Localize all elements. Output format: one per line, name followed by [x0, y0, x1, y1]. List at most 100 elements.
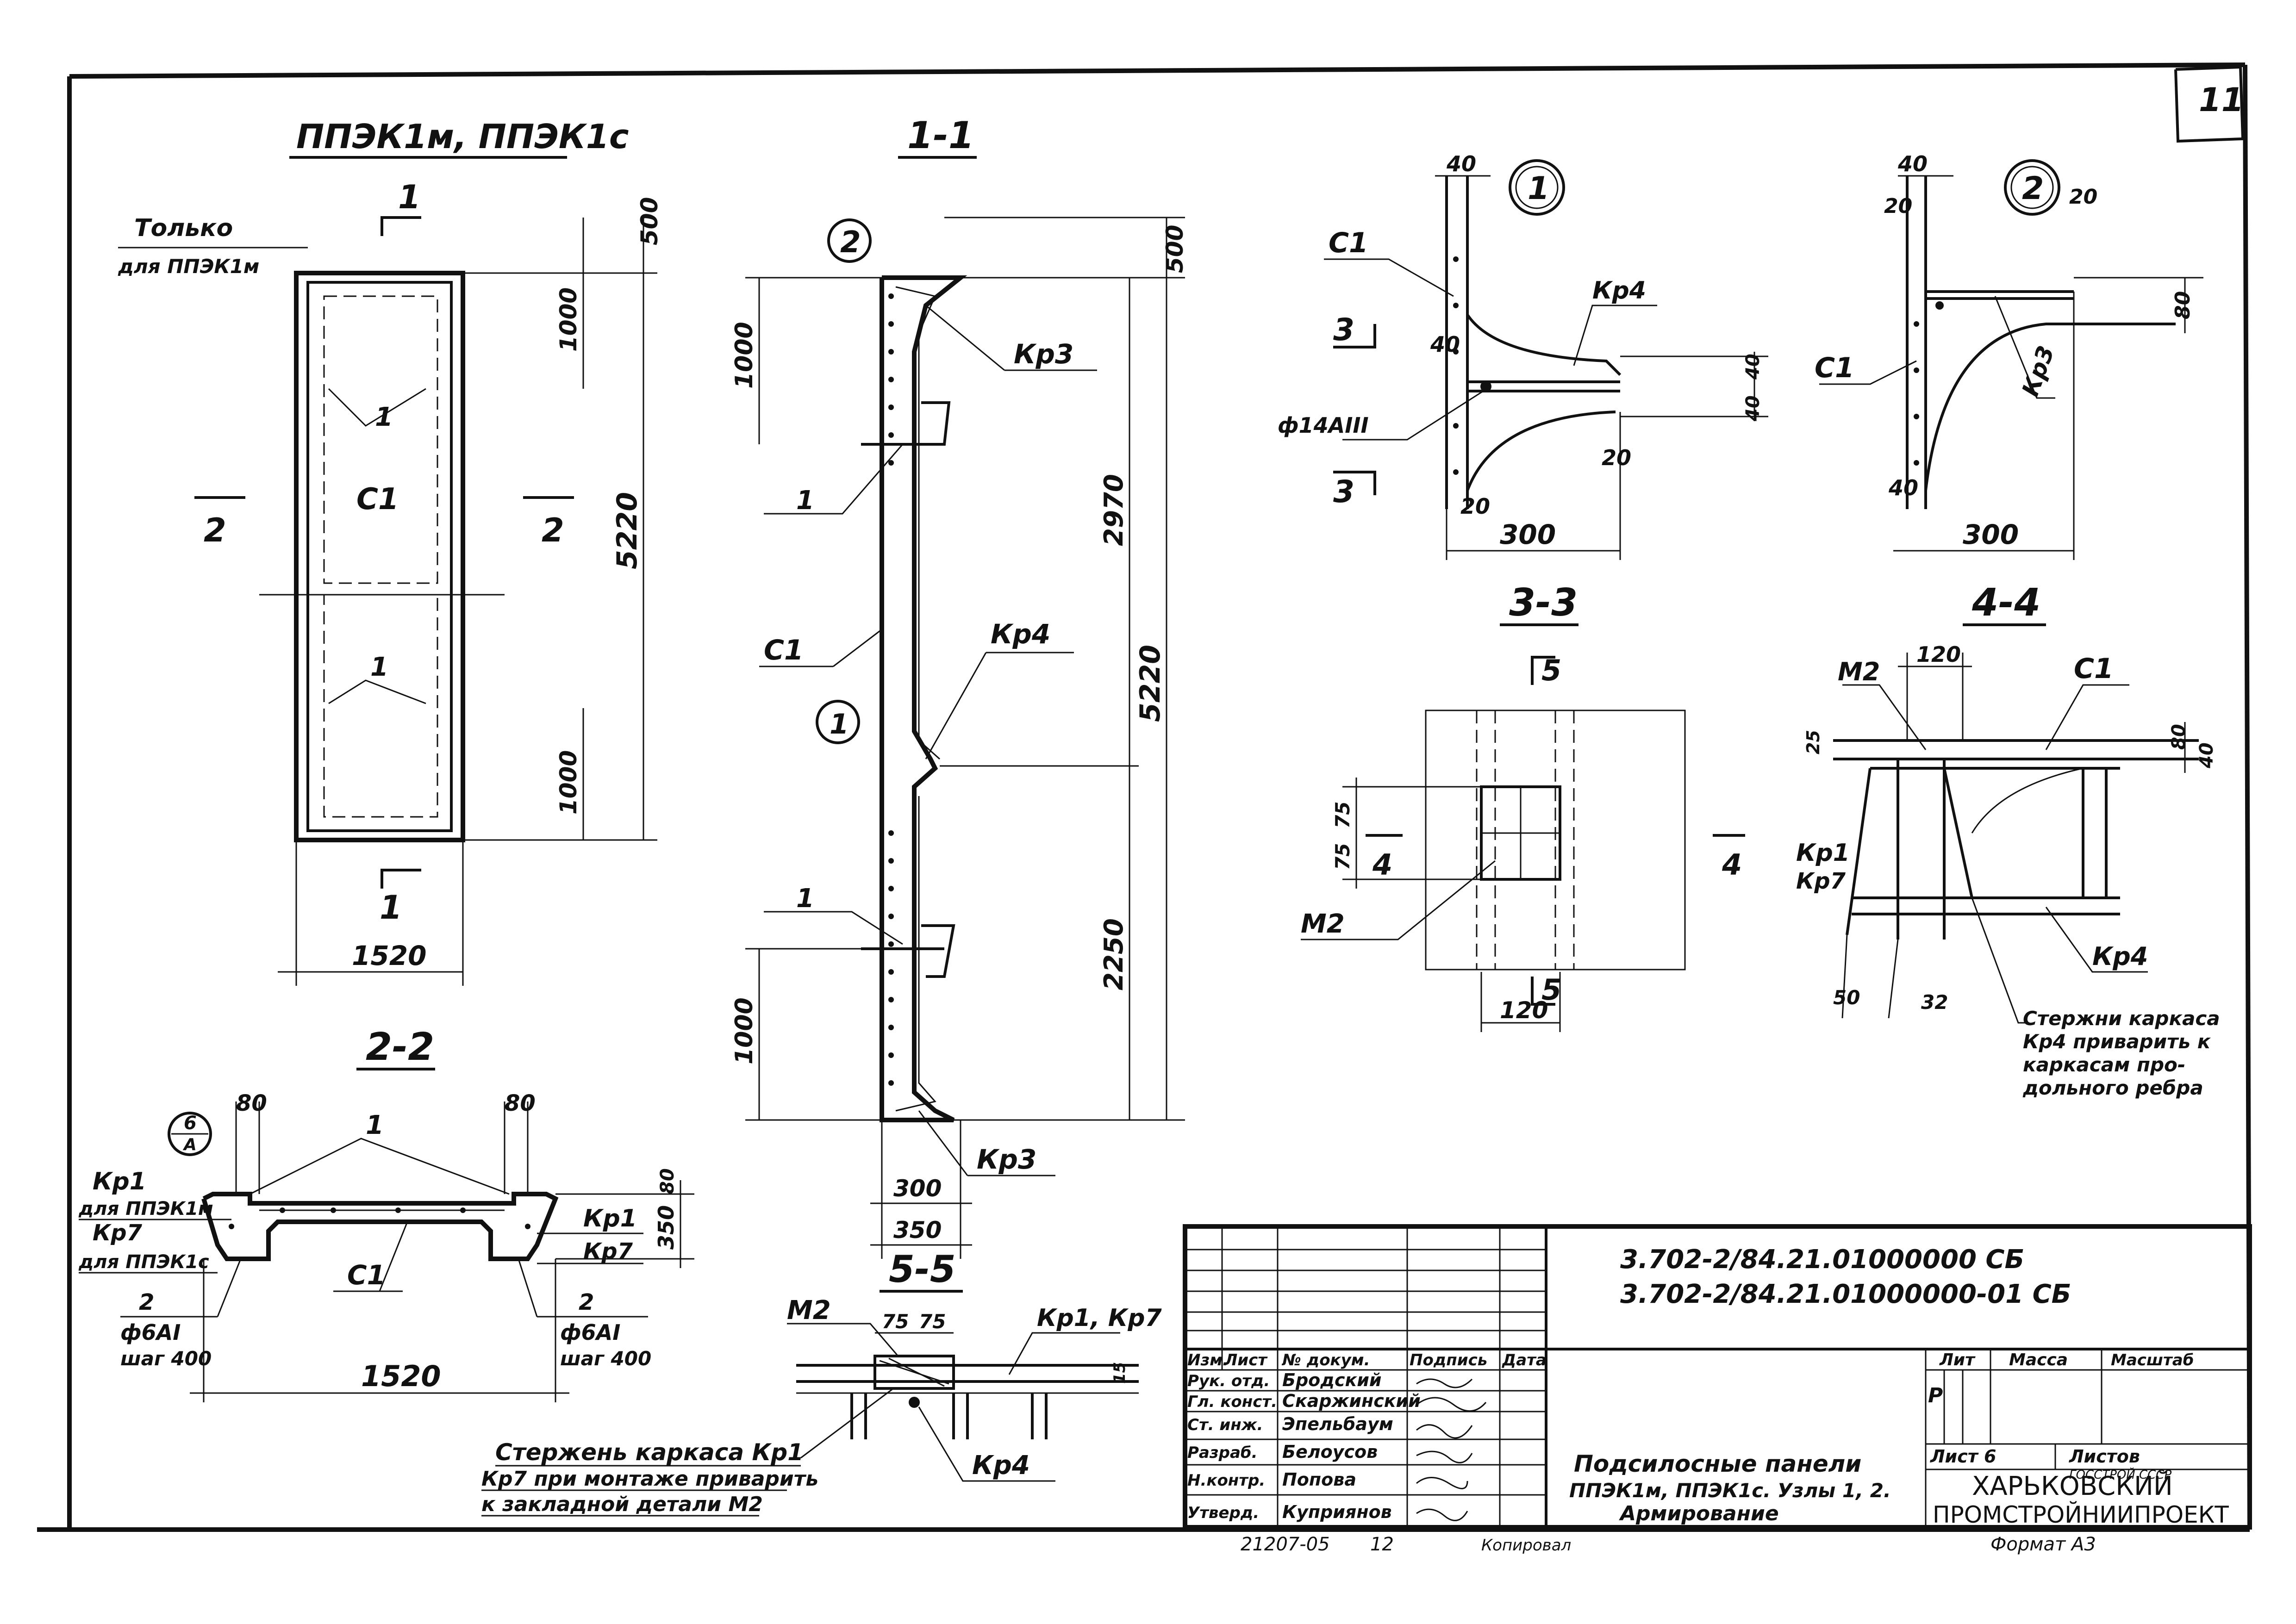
s44-dim-80: 80: [2168, 724, 2190, 750]
plan-dim-1000a: 1000: [555, 287, 582, 352]
s11-dim-2250: 2250: [1099, 918, 1129, 990]
s22-dim-80a: 80: [236, 1090, 267, 1116]
s44-note-1: Стержни каркаса: [2023, 1007, 2220, 1030]
s11-dim-500: 500: [1161, 225, 1188, 273]
node1-rebar: ф14АIII: [1278, 413, 1369, 438]
tb-h-sign: Подпись: [1410, 1351, 1487, 1369]
plan-dim-1520: 1520: [352, 940, 426, 971]
tb-r5-role: Н.контр.: [1187, 1471, 1265, 1490]
s33-mark5-bot: 5: [1541, 973, 1561, 1007]
node1-c1: С1: [1329, 227, 1368, 259]
s55-note-2: Кр7 при монтаже приварить: [481, 1467, 818, 1491]
s44-note-4: дольного ребра: [2022, 1076, 2203, 1099]
s22-rr-3: шаг 400: [560, 1347, 651, 1370]
tb-r1-name: Бродский: [1282, 1370, 1382, 1390]
s11-dim-350: 350: [893, 1217, 942, 1244]
node1-dim-20b: 20: [1602, 445, 1631, 470]
tb-lit-value: Р: [1928, 1384, 1943, 1407]
tb-r3-name: Эпельбаум: [1282, 1414, 1393, 1434]
tb-r6-role: Утверд.: [1187, 1504, 1259, 1522]
s44-dim-32: 32: [1921, 991, 1948, 1014]
tb-h-list: Лист: [1224, 1351, 1268, 1369]
tb-code1: 3.702-2/84.21.01000000 СБ: [1620, 1244, 2024, 1275]
tb-code2: 3.702-2/84.21.01000000-01 СБ: [1620, 1279, 2071, 1309]
s55-kp1kp7: Кр1, Кр7: [1037, 1304, 1162, 1332]
s55-dim-75b: 75: [919, 1310, 946, 1333]
s22-left-kp7: Кр7: [93, 1220, 143, 1246]
plan-title: ППЭК1м, ППЭК1с: [296, 117, 629, 156]
s11-dim-2970: 2970: [1099, 474, 1129, 546]
s22-rr-2: ф6АI: [560, 1320, 620, 1345]
node2-dim-80: 80: [2171, 291, 2195, 319]
plan-leader-1b: 1: [370, 652, 388, 682]
footer: 21207-05 12 Копировал Формат А3: [1241, 1534, 2096, 1555]
s11-c1: С1: [764, 634, 804, 666]
tb-r2-role: Гл. конст.: [1187, 1393, 1277, 1411]
s11-node1: 1: [830, 708, 849, 740]
s33-mark5-top: 5: [1541, 653, 1561, 687]
node2-dim-20b: 20: [2069, 185, 2097, 209]
s33-mark4-left: 4: [1372, 848, 1392, 882]
plan-sec1-top: 1: [398, 178, 421, 216]
s22-right-kp7: Кр7: [583, 1238, 633, 1264]
s44-m2: М2: [1838, 657, 1880, 686]
node1-dim-300: 300: [1500, 519, 1556, 550]
node1-dim-40b: 40: [1430, 332, 1460, 357]
s22-c1: С1: [347, 1259, 386, 1291]
plan-view: ППЭК1м, ППЭК1с Только для ППЭК1м 1 1 2 2…: [118, 117, 663, 986]
s11-node2: 2: [840, 225, 861, 260]
s22-rr-1: 2: [579, 1289, 594, 1315]
tb-r1-role: Рук. отд.: [1187, 1372, 1270, 1390]
s11-node1-circle: [816, 700, 860, 744]
s44-note-3: каркасам про-: [2023, 1053, 2185, 1076]
s11-dim-1000a: 1000: [730, 322, 758, 389]
s44-dim-25: 25: [1803, 730, 1823, 754]
s33-mark4-right: 4: [1722, 848, 1742, 882]
s44-c1: С1: [2074, 653, 2114, 685]
s33-dim-75a: 75: [1331, 802, 1354, 828]
footer-format: Формат А3: [1990, 1534, 2096, 1555]
s55-title: 5-5: [889, 1248, 956, 1291]
node1-kp4: Кр4: [1592, 277, 1646, 305]
s11-dim-1000b: 1000: [730, 997, 758, 1064]
s22-mark-circle: [168, 1112, 212, 1156]
s22-lr-2: ф6АI: [120, 1320, 181, 1345]
plan-note-1: Только: [134, 214, 233, 242]
s22-dim-80b: 80: [505, 1090, 536, 1116]
s22-lr-3: шаг 400: [120, 1347, 212, 1370]
tb-r6-name: Куприянов: [1282, 1502, 1392, 1522]
tb-org-1: ХАРЬКОВСКИЙ: [1972, 1471, 2173, 1501]
plan-sec2-left: 2: [204, 511, 226, 549]
s33-dim-75b: 75: [1331, 843, 1354, 870]
s33-title: 3-3: [1509, 581, 1578, 625]
s44-title: 4-4: [1972, 581, 2040, 625]
node1-dim-40c: 40: [1742, 354, 1764, 380]
plan-c1: С1: [356, 482, 399, 516]
s11-leader1b: 1: [796, 884, 814, 914]
tb-desc-3: Армирование: [1619, 1502, 1779, 1525]
node1-dim-40d: 40: [1742, 395, 1764, 422]
s11-kr3-bot: Кр3: [977, 1144, 1036, 1175]
s22-leader1: 1: [366, 1110, 384, 1140]
s11-title: 1-1: [907, 114, 974, 157]
s22-dim-80c: 80: [657, 1168, 678, 1194]
tb-r4-name: Белоусов: [1282, 1442, 1378, 1462]
s55-note-1: Стержень каркаса Кр1: [495, 1439, 804, 1466]
node1-circle: [1509, 159, 1565, 216]
s11-kr4: Кр4: [991, 618, 1050, 650]
node1-sec3-top: 3: [1333, 312, 1354, 348]
s11-leader1a: 1: [796, 485, 814, 516]
s22-mark-a: А: [182, 1135, 197, 1154]
s33-m2: М2: [1301, 909, 1345, 939]
node1-dim-40a: 40: [1446, 151, 1476, 176]
tb-sheets: Листов: [2069, 1446, 2140, 1467]
plan-note-2: для ППЭК1м: [118, 255, 259, 278]
s22-title: 2-2: [366, 1025, 434, 1069]
section-4-4: 4-4 120 М2 С1 25 80 40 Кр1 Кр7 Кр4 50 32: [1796, 581, 2220, 1099]
s22-right-kp1: Кр1: [583, 1205, 637, 1232]
s22-mark-6: 6: [184, 1113, 197, 1134]
s55-note-3: к закладной детали М2: [481, 1493, 763, 1516]
footer-inv: 21207-05: [1241, 1534, 1330, 1555]
node1-title: 1: [1528, 170, 1549, 207]
